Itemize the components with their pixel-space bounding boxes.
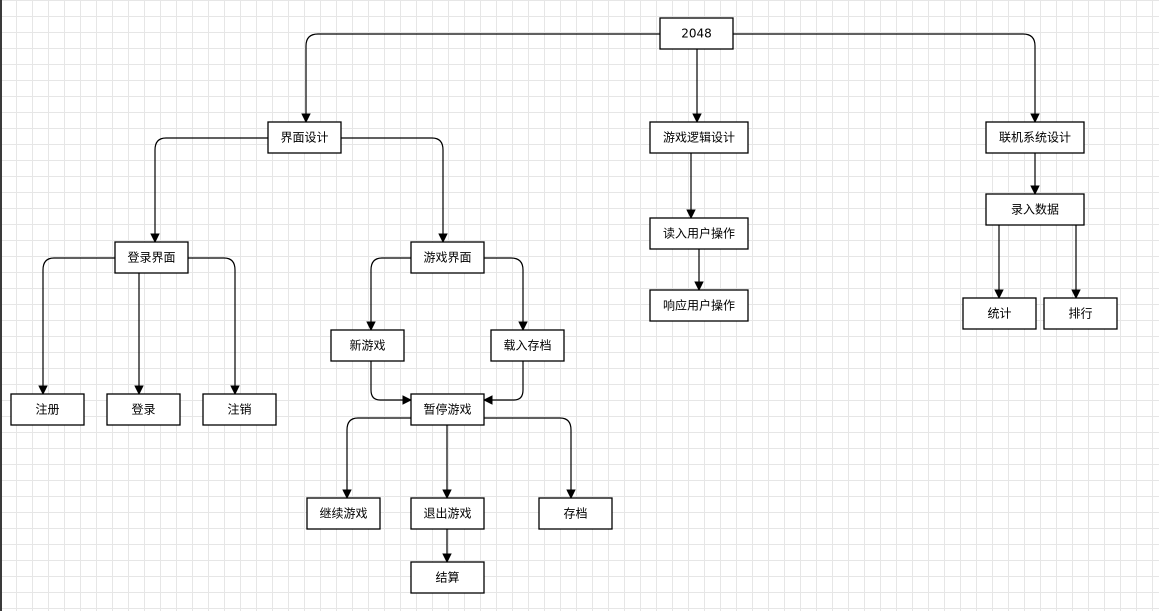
node-logout[interactable]: 注销 <box>202 393 277 426</box>
node-ui[interactable]: 界面设计 <box>267 121 342 154</box>
node-box-register <box>10 393 85 426</box>
node-box-root <box>659 17 734 50</box>
node-label-root: 2048 <box>681 27 712 41</box>
node-enter-data[interactable]: 录入数据 <box>985 193 1085 226</box>
node-net[interactable]: 联机系统设计 <box>985 121 1085 154</box>
node-login-screen[interactable]: 登录界面 <box>114 241 189 274</box>
node-label-enter-data: 录入数据 <box>1011 202 1059 217</box>
node-box-quit <box>410 497 485 530</box>
node-box-logic <box>649 121 749 154</box>
node-box-game-screen <box>410 241 485 274</box>
node-label-quit: 退出游戏 <box>423 507 471 521</box>
node-box-save <box>538 497 613 530</box>
node-label-save: 存档 <box>563 507 587 521</box>
node-rank[interactable]: 排行 <box>1043 297 1118 330</box>
edge-root-to-net <box>733 33 1040 123</box>
node-pause[interactable]: 暂停游戏 <box>410 393 485 426</box>
edge-load-save-to-pause <box>483 361 524 405</box>
node-box-net <box>985 121 1085 154</box>
node-box-continue <box>306 497 381 530</box>
edge-new-game-to-pause <box>370 361 412 405</box>
node-box-settle <box>410 561 485 594</box>
node-register[interactable]: 注册 <box>10 393 85 426</box>
node-label-pause: 暂停游戏 <box>423 402 471 417</box>
node-label-ui: 界面设计 <box>280 131 328 145</box>
node-label-rank: 排行 <box>1068 307 1092 321</box>
node-label-respond-input: 响应用户操作 <box>663 298 735 313</box>
node-label-register: 注册 <box>35 402 59 417</box>
window-left-edge <box>0 0 2 611</box>
node-box-login <box>106 393 181 426</box>
edge-game-screen-to-new-game <box>366 257 411 331</box>
node-box-rank <box>1043 297 1118 330</box>
node-respond-input[interactable]: 响应用户操作 <box>649 289 749 322</box>
node-box-stats <box>962 297 1037 330</box>
node-read-input[interactable]: 读入用户操作 <box>649 217 749 250</box>
node-stats[interactable]: 统计 <box>962 297 1037 330</box>
edge-login-screen-to-logout <box>188 257 240 395</box>
node-box-pause <box>410 393 485 426</box>
node-label-read-input: 读入用户操作 <box>663 226 735 241</box>
node-box-respond-input <box>649 289 749 322</box>
node-label-logout: 注销 <box>227 402 251 417</box>
node-logic[interactable]: 游戏逻辑设计 <box>649 121 749 154</box>
node-login[interactable]: 登录 <box>106 393 181 426</box>
node-label-game-screen: 游戏界面 <box>423 251 471 265</box>
node-box-new-game <box>330 329 405 362</box>
node-label-settle: 结算 <box>435 570 459 585</box>
node-box-enter-data <box>985 193 1085 226</box>
node-continue[interactable]: 继续游戏 <box>306 497 381 530</box>
node-label-stats: 统计 <box>987 307 1011 321</box>
edge-root-to-ui <box>301 33 660 123</box>
edge-ui-to-game-screen <box>341 137 448 243</box>
node-box-logout <box>202 393 277 426</box>
node-root[interactable]: 2048 <box>659 17 734 50</box>
node-box-read-input <box>649 217 749 250</box>
node-label-login-screen: 登录界面 <box>127 250 175 265</box>
node-label-continue: 继续游戏 <box>319 507 367 521</box>
edge-ui-to-login-screen <box>150 137 268 243</box>
node-label-load-save: 载入存档 <box>503 339 551 353</box>
node-label-new-game: 新游戏 <box>349 338 385 353</box>
node-save[interactable]: 存档 <box>538 497 613 530</box>
edge-game-screen-to-load-save <box>484 257 528 331</box>
node-label-login: 登录 <box>131 402 155 417</box>
node-new-game[interactable]: 新游戏 <box>330 329 405 362</box>
node-label-net: 联机系统设计 <box>999 131 1071 145</box>
node-label-logic: 游戏逻辑设计 <box>663 131 735 145</box>
node-box-load-save <box>490 329 565 362</box>
node-game-screen[interactable]: 游戏界面 <box>410 241 485 274</box>
edge-pause-to-save <box>484 417 576 499</box>
edge-pause-to-continue <box>342 417 411 499</box>
node-load-save[interactable]: 载入存档 <box>490 329 565 362</box>
node-quit[interactable]: 退出游戏 <box>410 497 485 530</box>
node-box-login-screen <box>114 241 189 274</box>
edge-login-screen-to-register <box>38 257 115 395</box>
node-box-ui <box>267 121 342 154</box>
node-settle[interactable]: 结算 <box>410 561 485 594</box>
